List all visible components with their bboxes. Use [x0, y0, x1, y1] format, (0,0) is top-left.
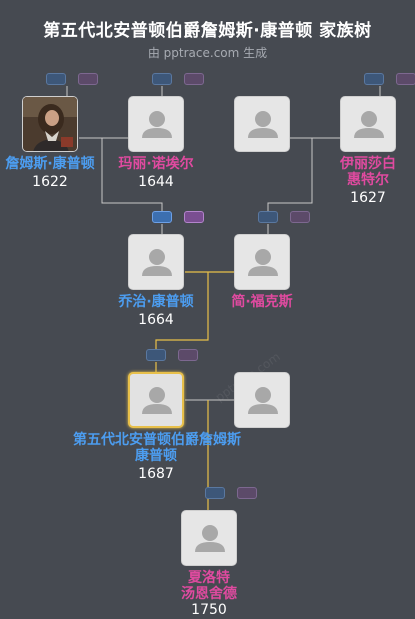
person-name[interactable]: 简·福克斯 — [231, 294, 293, 310]
person-placeholder-icon — [248, 387, 278, 414]
father-badge[interactable] — [46, 73, 66, 85]
parent-link-line — [267, 138, 313, 214]
person-node-jane-fox[interactable] — [234, 234, 290, 290]
person-node-mary-noel[interactable] — [128, 96, 184, 152]
person-node-elizabeth[interactable] — [340, 96, 396, 152]
father-badge[interactable] — [205, 487, 225, 499]
mother-badge[interactable] — [237, 487, 257, 499]
father-badge[interactable] — [364, 73, 384, 85]
person-node-james-compton-5th-earl[interactable] — [128, 372, 184, 428]
mother-badge[interactable] — [290, 211, 310, 223]
person-placeholder-icon — [354, 111, 384, 138]
person-node-unknown-father[interactable] — [234, 96, 290, 152]
parent-link-line — [101, 138, 163, 214]
birth-year: 1687 — [138, 466, 174, 482]
father-badge[interactable] — [146, 349, 166, 361]
mother-badge[interactable] — [178, 349, 198, 361]
highlight-descent-line — [155, 272, 209, 352]
portrait-image — [23, 97, 77, 151]
birth-year: 1750 — [191, 602, 227, 618]
person-name-line1[interactable]: 第五代北安普顿伯爵詹姆斯 — [73, 432, 241, 448]
person-node-charlotte[interactable] — [181, 510, 237, 566]
person-placeholder-icon — [142, 249, 172, 276]
person-node-george-compton[interactable] — [128, 234, 184, 290]
birth-year: 1627 — [350, 190, 386, 206]
person-name-line1[interactable]: 伊丽莎白 — [340, 156, 396, 172]
person-placeholder-icon — [248, 111, 278, 138]
mother-badge[interactable] — [184, 73, 204, 85]
page-subtitle: 由 pptrace.com 生成 — [147, 46, 268, 60]
person-node-spouse[interactable] — [234, 372, 290, 428]
father-badge[interactable] — [152, 211, 172, 223]
mother-badge[interactable] — [78, 73, 98, 85]
person-placeholder-icon — [142, 111, 172, 138]
person-name-line2[interactable]: 汤恩舍德 — [181, 586, 237, 602]
person-name[interactable]: 乔治·康普顿 — [118, 294, 194, 310]
portrait-node-james-compton[interactable] — [22, 96, 78, 152]
birth-year: 1622 — [32, 174, 68, 190]
person-name[interactable]: 詹姆斯·康普顿 — [5, 156, 95, 172]
mother-badge[interactable] — [184, 211, 204, 223]
father-badge[interactable] — [258, 211, 278, 223]
birth-year: 1644 — [138, 174, 174, 190]
person-placeholder-icon — [248, 249, 278, 276]
person-name[interactable]: 玛丽·诺埃尔 — [118, 156, 194, 172]
person-placeholder-icon — [142, 387, 172, 414]
mother-badge[interactable] — [396, 73, 415, 85]
birth-year: 1664 — [138, 312, 174, 328]
person-name-line2[interactable]: 康普顿 — [135, 448, 177, 464]
page-title: 第五代北安普顿伯爵詹姆斯·康普顿 家族树 — [43, 21, 372, 41]
person-name-line1[interactable]: 夏洛特 — [188, 570, 230, 586]
father-badge[interactable] — [152, 73, 172, 85]
person-name-line2[interactable]: 惠特尔 — [347, 172, 389, 188]
person-placeholder-icon — [195, 525, 225, 552]
